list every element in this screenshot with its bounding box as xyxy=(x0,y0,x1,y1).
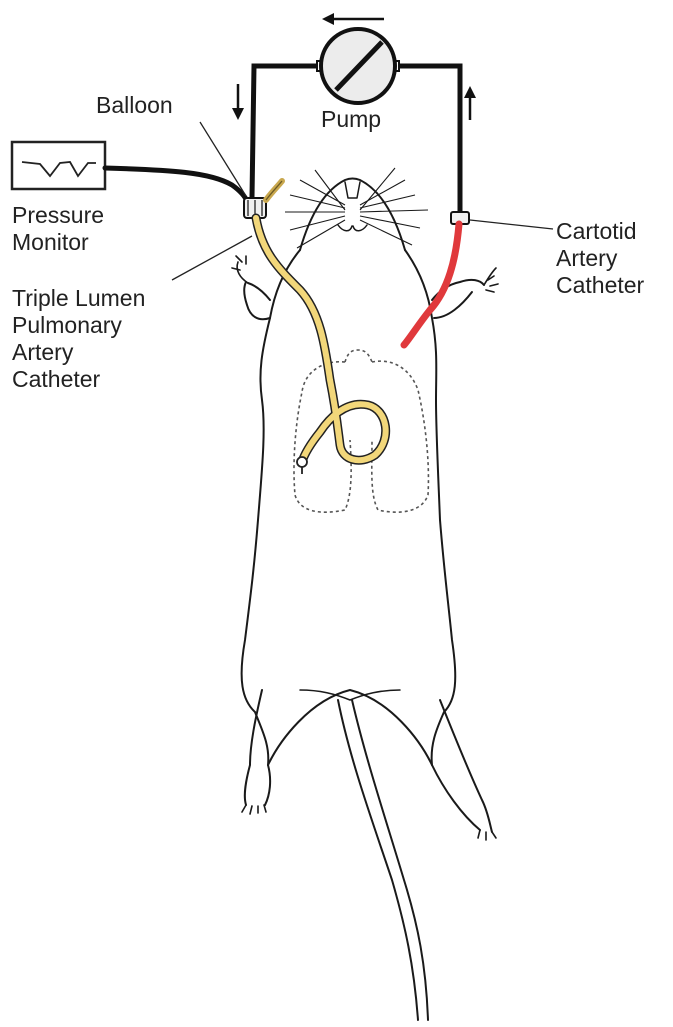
pressure-line xyxy=(105,168,248,203)
flow-arrow-top xyxy=(322,13,384,25)
pressure-monitor-icon xyxy=(12,142,105,189)
whiskers xyxy=(285,168,428,248)
flow-arrow-up xyxy=(464,86,476,120)
pump-icon xyxy=(321,29,395,103)
rat-right-side xyxy=(405,250,455,765)
rat-left-side xyxy=(242,250,300,765)
leader-lines xyxy=(172,122,553,280)
rat-tail xyxy=(338,700,428,1020)
catheter-tip xyxy=(297,457,307,474)
rat-left-forelimb xyxy=(244,282,270,319)
triple-lumen-label: Triple Lumen Pulmonary Artery Catheter xyxy=(12,285,145,393)
lungs-outline xyxy=(294,350,428,512)
pump-label: Pump xyxy=(321,106,381,133)
balloon-label: Balloon xyxy=(96,92,173,119)
rat-body xyxy=(232,179,498,1021)
pulmonary-catheter xyxy=(256,218,386,462)
carotid-catheter-label: Cartotid Artery Catheter xyxy=(556,218,644,299)
flow-arrow-down xyxy=(232,84,244,120)
pressure-monitor-label: Pressure Monitor xyxy=(12,202,104,256)
balloon-port xyxy=(266,181,282,200)
